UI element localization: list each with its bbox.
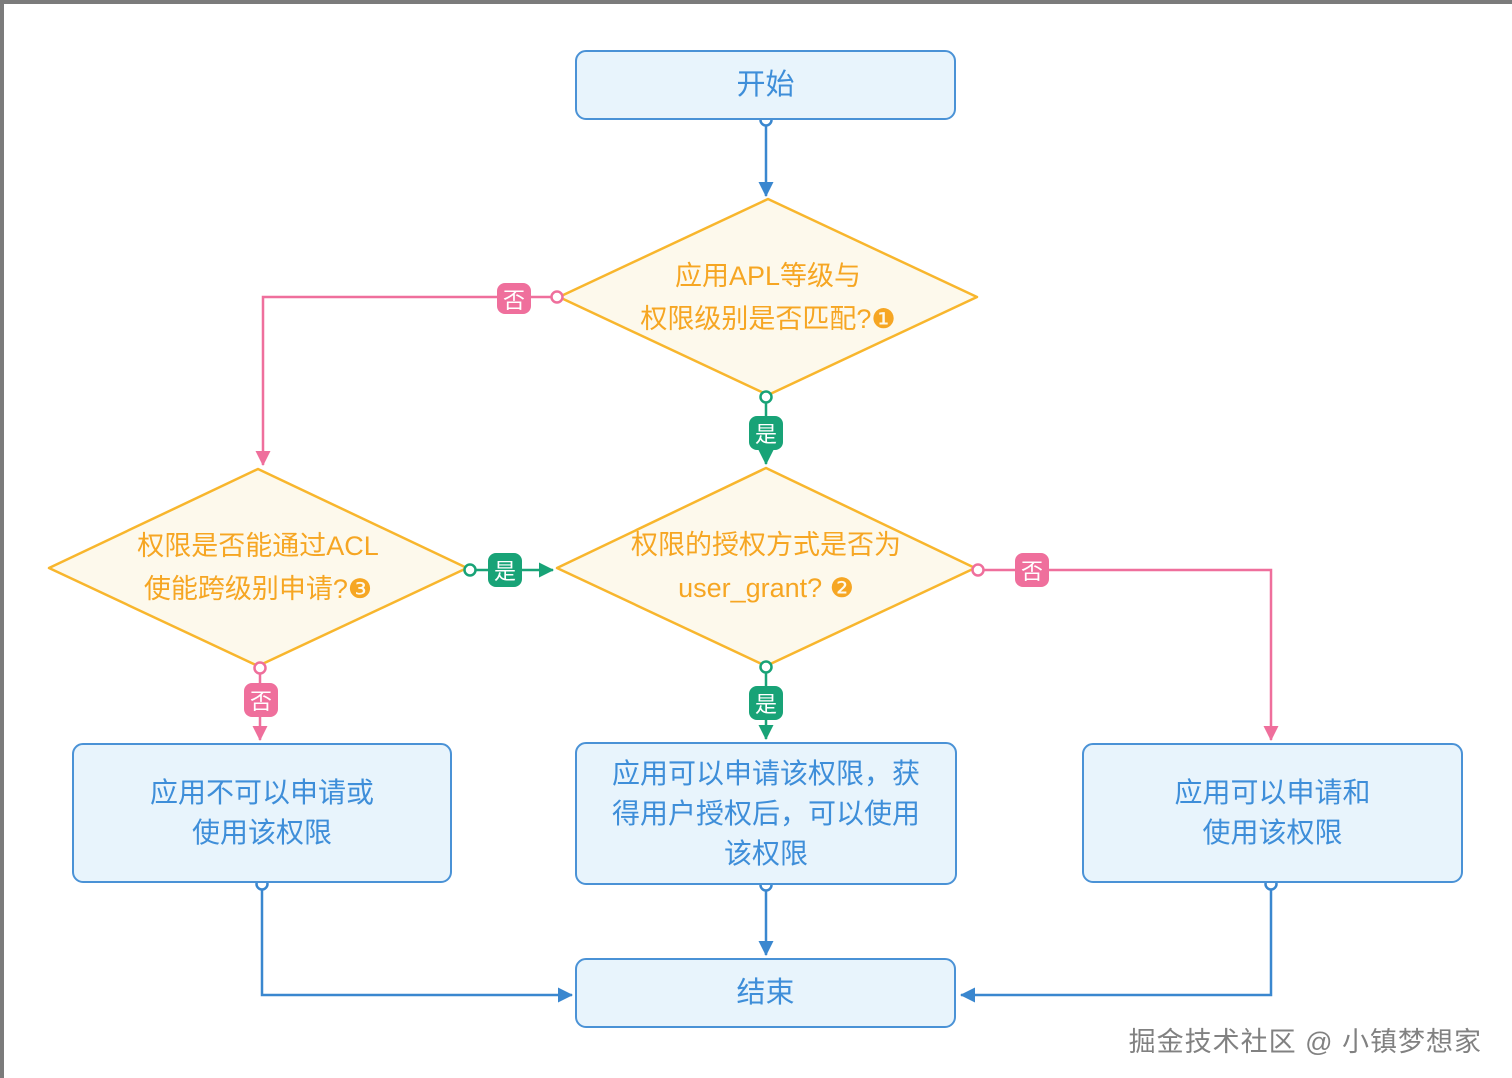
node-result-user-grant: 应用可以申请该权限，获 得用户授权后，可以使用 该权限 (575, 742, 957, 885)
edge-right-to-end (960, 884, 1273, 1003)
decision-label-line: 使能跨级别申请?❸ (143, 574, 373, 604)
node-label-line: 该权限 (723, 837, 808, 869)
connector-dot (759, 390, 773, 404)
edge-label-acl-yes: 是 (488, 553, 522, 587)
edge-label-grant-yes: 是 (749, 686, 783, 720)
node-result-deny: 应用不可以申请或 使用该权限 (72, 743, 452, 883)
node-end-label: 结束 (736, 977, 795, 1009)
decision-label-line: 权限级别是否匹配?❶ (640, 303, 896, 334)
node-start: 开始 (575, 50, 956, 120)
decision-label-line: 权限是否能通过ACL (137, 531, 379, 561)
decision-grant-text: 权限的授权方式是否为 user_grant? ❷ (556, 468, 976, 666)
window-edge-left (0, 0, 4, 1078)
edge-label-apl-yes: 是 (749, 416, 783, 450)
decision-acl-text: 权限是否能通过ACL 使能跨级别申请?❸ (48, 469, 468, 667)
decision-label-line: user_grant? ❷ (678, 573, 854, 603)
connector-dot (253, 661, 267, 675)
node-label-line: 使用该权限 (191, 817, 332, 848)
edge-left-to-end (260, 884, 573, 1003)
connector-dot (463, 563, 477, 577)
node-label-line: 使用该权限 (1202, 817, 1343, 848)
connector-dot (550, 290, 564, 304)
window-edge-top (0, 0, 1512, 4)
edge-label-acl-no: 否 (244, 683, 278, 717)
node-start-label: 开始 (736, 69, 795, 101)
node-label-line: 应用可以申请和 (1174, 777, 1371, 808)
watermark-text: 掘金技术社区 @ 小镇梦想家 (1128, 1027, 1482, 1057)
node-end: 结束 (575, 958, 956, 1028)
node-label-line: 得用户授权后，可以使用 (611, 797, 920, 829)
node-label-line: 应用可以申请该权限，获 (611, 757, 920, 789)
decision-apl-text: 应用APL等级与 权限级别是否匹配?❶ (558, 199, 978, 396)
node-result-allow: 应用可以申请和 使用该权限 (1082, 743, 1463, 883)
edge-label-grant-no: 否 (1015, 553, 1049, 587)
connector-dot (971, 563, 985, 577)
connector-dot (759, 660, 773, 674)
edge-label-apl-no: 否 (497, 283, 531, 314)
decision-label-line: 权限的授权方式是否为 (631, 530, 901, 560)
edge-grant-no (978, 568, 1279, 741)
decision-label-line: 应用APL等级与 (674, 260, 862, 291)
edge-apl-no (255, 295, 557, 466)
node-label-line: 应用不可以申请或 (149, 777, 374, 808)
